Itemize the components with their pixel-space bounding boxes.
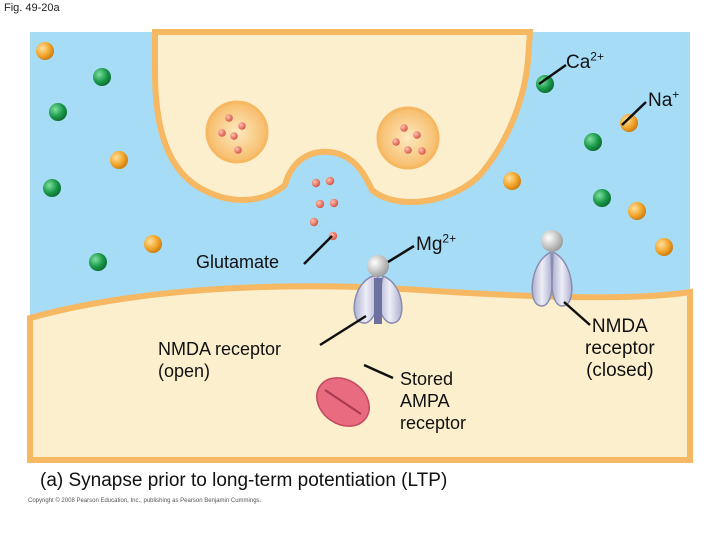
sodium-label-text: Na [648, 90, 673, 111]
stored-ampa-receptor [316, 377, 370, 427]
calcium-label: Ca2+ [566, 49, 604, 74]
magnesium-ion [367, 255, 389, 277]
sodium-label: Na+ [648, 87, 680, 112]
magnesium-label: Mg2+ [416, 231, 457, 256]
nmda-receptor-open [353, 255, 403, 324]
nmda-open-label: NMDA receptor (open) [158, 339, 282, 381]
nmda-closed-label: NMDA receptor (closed) [585, 316, 655, 381]
magnesium-label-text: Mg [416, 234, 443, 255]
synaptic-vesicle [205, 100, 269, 164]
figure-label: Fig. 49-20a [4, 2, 60, 14]
calcium-label-text: Ca [566, 52, 591, 73]
stored-ampa-label: Stored AMPA receptor [400, 369, 467, 433]
nmda-receptor-closed [531, 230, 573, 307]
magnesium-label-charge: 2+ [442, 231, 457, 246]
synaptic-vesicle [376, 106, 440, 170]
leader-lines [303, 63, 647, 380]
calcium-ions [43, 68, 611, 271]
glutamate-label: Glutamate [196, 252, 280, 272]
figure-caption: (a) Synapse prior to long-term potentiat… [40, 470, 448, 491]
sodium-label-charge: + [672, 87, 680, 102]
sodium-ions [36, 42, 673, 256]
calcium-label-charge: 2+ [590, 49, 604, 64]
copyright-notice: Copyright © 2008 Pearson Education, Inc.… [28, 498, 262, 504]
postsynaptic-cell [27, 283, 693, 463]
glutamate-molecules [309, 176, 339, 241]
